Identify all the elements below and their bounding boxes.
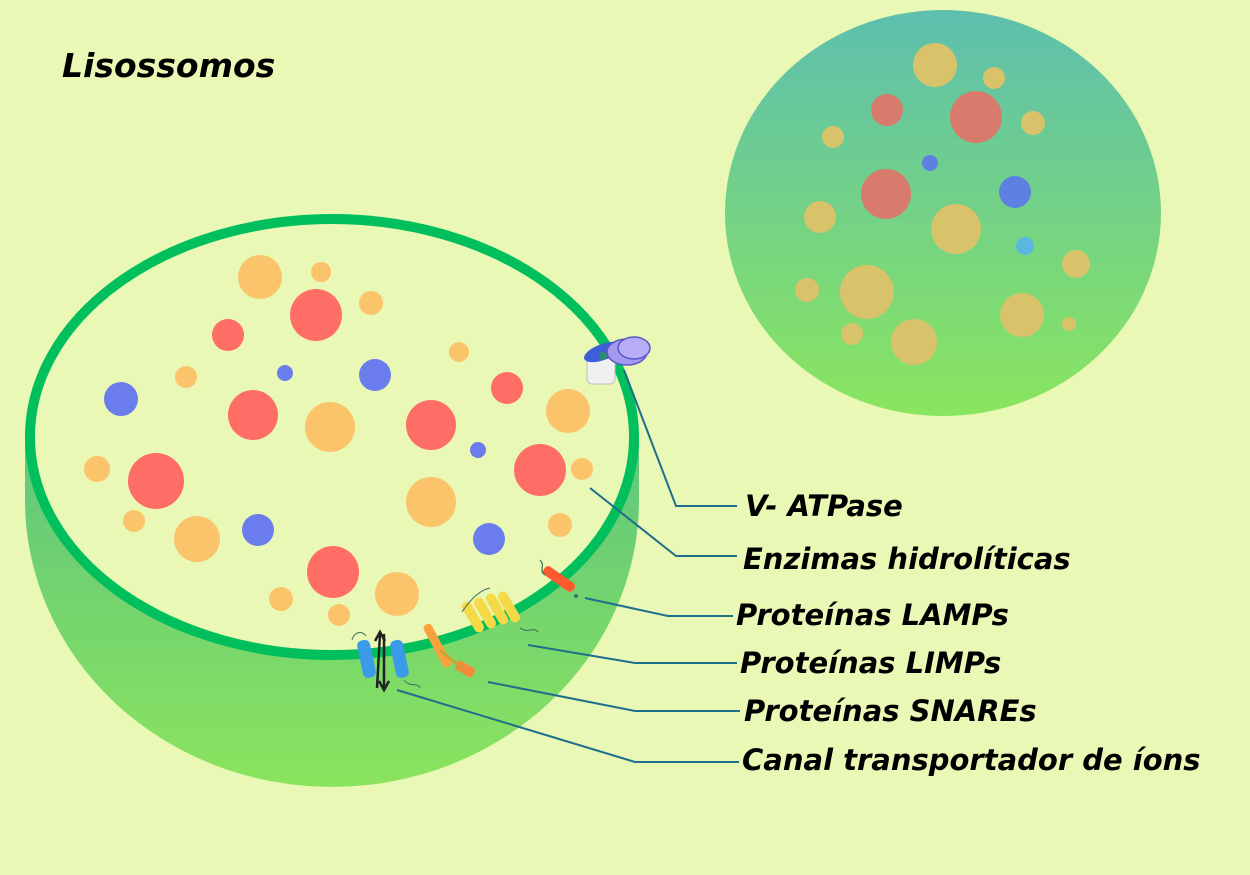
label-enzimas-hidroliticas: Enzimas hidrolíticas <box>743 542 1071 576</box>
enzyme-dot <box>548 513 572 537</box>
enzyme-dot <box>840 265 894 319</box>
enzyme-dot <box>999 176 1031 208</box>
enzyme-dot <box>871 94 903 126</box>
lamp-anchor <box>574 594 578 598</box>
label-proteinas-lamps: Proteínas LAMPs <box>736 598 1009 632</box>
enzyme-dot <box>175 366 197 388</box>
label-proteinas-limps: Proteínas LIMPs <box>740 646 1002 680</box>
leader-v-atpase <box>623 369 737 507</box>
enzyme-dot <box>931 204 981 254</box>
page-title: Lisossomos <box>62 46 276 85</box>
enzyme-dot <box>822 126 844 148</box>
enzyme-dot <box>950 91 1002 143</box>
enzyme-dot <box>913 43 957 87</box>
enzyme-dot <box>228 390 278 440</box>
hydrolytic-enzymes <box>84 255 593 626</box>
leader-canal <box>396 689 739 763</box>
enzyme-dot <box>891 319 937 365</box>
enzyme-dot <box>128 453 184 509</box>
enzyme-dot <box>406 400 456 450</box>
v-atpase-protein <box>584 336 651 385</box>
enzyme-dot <box>406 477 456 527</box>
enzyme-dot <box>305 402 355 452</box>
enzyme-dot <box>242 514 274 546</box>
enzyme-dot <box>238 255 282 299</box>
limp-helix-3 <box>486 593 508 625</box>
enzyme-dot <box>174 516 220 562</box>
enzyme-dot <box>269 587 293 611</box>
enzyme-dot <box>546 389 590 433</box>
enzyme-dot <box>922 155 938 171</box>
enzyme-dot <box>804 201 836 233</box>
lamp-tail <box>539 559 546 576</box>
enzyme-dot <box>514 444 566 496</box>
enzyme-dot <box>470 442 486 458</box>
leader-lamps <box>584 597 733 617</box>
snare-helix <box>423 623 452 668</box>
snare-protein <box>423 623 476 678</box>
ion-flow-arrowhead-down <box>377 680 391 693</box>
enzyme-dot <box>84 456 110 482</box>
lysosome-cross-section <box>25 214 651 787</box>
lamp-body <box>542 566 576 592</box>
leader-enzimas <box>589 487 737 557</box>
snare-linker <box>439 648 463 670</box>
enzyme-dot <box>449 342 469 362</box>
leader-snares <box>487 681 740 712</box>
enzyme-dot <box>290 289 342 341</box>
enzyme-dot <box>212 319 244 351</box>
enzyme-dot <box>123 510 145 532</box>
ion-flow-arrow-up <box>375 633 382 689</box>
enzyme-dot <box>571 458 593 480</box>
enzyme-dot <box>104 382 138 416</box>
enzyme-dot <box>328 604 350 626</box>
leader-limps <box>527 644 737 664</box>
limp-loop-2 <box>519 627 539 633</box>
enzyme-dot <box>1016 237 1034 255</box>
leader-lines <box>396 369 740 763</box>
limp-helix-4 <box>498 591 520 623</box>
lamp-protein <box>539 559 578 598</box>
enzyme-dot <box>841 323 863 345</box>
enzyme-dot <box>491 372 523 404</box>
ion-channel-helix-2 <box>390 639 409 678</box>
enzyme-dot <box>983 67 1005 89</box>
enzyme-dot <box>311 262 331 282</box>
limp-protein <box>461 587 539 633</box>
enzyme-dot <box>359 359 391 391</box>
label-canal-transportador: Canal transportador de íons <box>742 743 1201 777</box>
enzyme-dot <box>359 291 383 315</box>
ion-flow-arrowhead-up <box>373 629 387 642</box>
limp-helix-1 <box>462 601 484 633</box>
v-atpase-stalk <box>599 352 607 360</box>
ion-channel-loop-2 <box>403 679 421 689</box>
label-proteinas-snares: Proteínas SNAREs <box>744 694 1037 728</box>
limp-helix-2 <box>474 597 496 629</box>
enzyme-dot <box>277 365 293 381</box>
ion-channel-protein <box>351 629 421 693</box>
enzyme-dot <box>1062 317 1076 331</box>
ion-channel-helix-1 <box>357 639 376 678</box>
label-v-atpase: V- ATPase <box>745 489 903 523</box>
whole-lysosome <box>725 10 1161 416</box>
enzyme-dot <box>1000 293 1044 337</box>
ion-channel-loop <box>351 632 367 641</box>
enzyme-dot <box>307 546 359 598</box>
enzyme-dot <box>473 523 505 555</box>
enzyme-dot <box>861 169 911 219</box>
v-atpase-head-2 <box>617 336 651 360</box>
enzyme-dot <box>1062 250 1090 278</box>
enzyme-dot <box>1021 111 1045 135</box>
limp-loop <box>461 587 491 613</box>
enzyme-dot <box>795 278 819 302</box>
enzyme-dot <box>375 572 419 616</box>
